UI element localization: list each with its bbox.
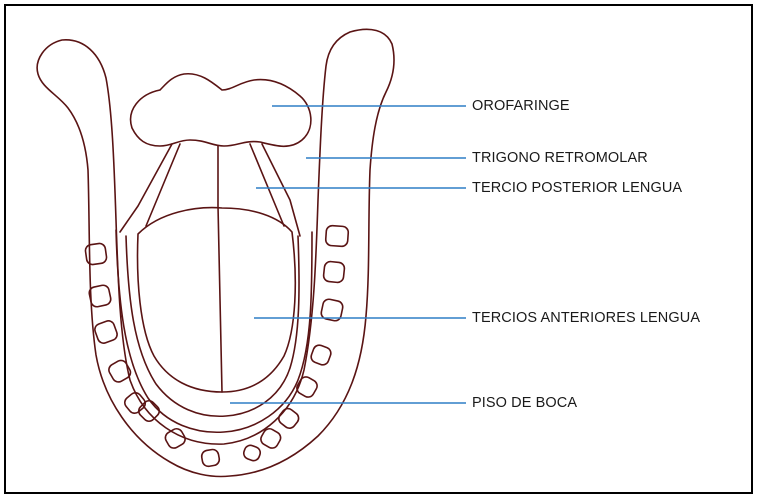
floor-curve [126,236,299,416]
orofaringe-shape [131,74,311,147]
label-tercio-posterior-lengua: TERCIO POSTERIOR LENGUA [472,181,682,196]
label-orofaringe: OROFARINGE [472,99,570,114]
tooth [309,343,332,366]
tongue-body [138,208,296,392]
tooth [88,284,112,308]
tooth [163,427,187,451]
tooth [276,406,301,430]
tooth [201,449,221,468]
tooth [242,444,262,463]
tooth [325,225,348,246]
trigono-left [120,144,172,232]
tooth [93,319,119,345]
tooth [323,261,345,283]
mandible-outline [37,29,394,476]
label-trigono-retromolar: TRIGONO RETROMOLAR [472,151,648,166]
tongue-midline [218,146,222,392]
tooth [85,243,108,266]
label-piso-de-boca: PISO DE BOCA [472,396,577,411]
label-tercios-anteriores-lengua: TERCIOS ANTERIORES LENGUA [472,311,700,326]
tongue-right-edge [250,144,284,226]
